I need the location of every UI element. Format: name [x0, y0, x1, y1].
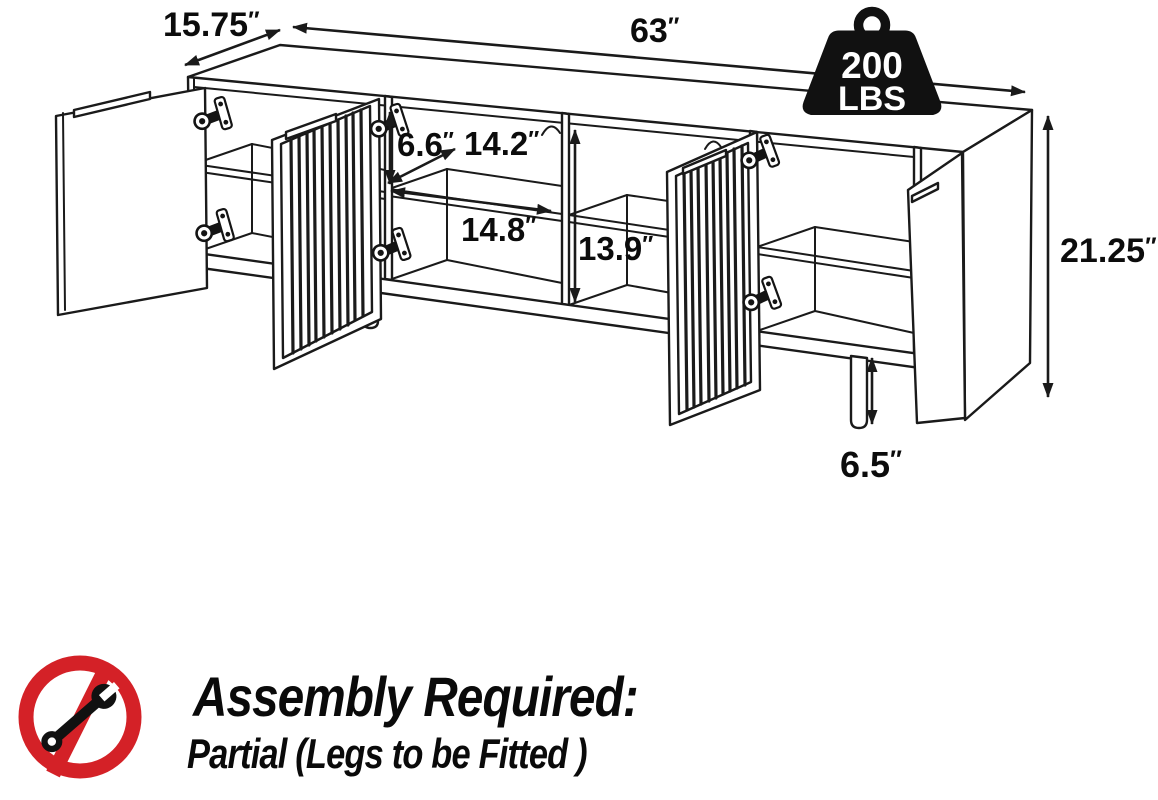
- door-handle-notch: [72, 90, 152, 119]
- leg: [849, 354, 869, 430]
- weight-capacity-value: 200: [841, 45, 903, 86]
- overall-height-dimension-label: 21.25″: [1060, 232, 1157, 270]
- cubby-depth-dimension-arrow: [387, 147, 456, 185]
- weight-capacity-unit: LBS: [838, 80, 906, 118]
- middle-width-dimension-arrow: [390, 187, 552, 215]
- wrench-icon: [41, 682, 120, 753]
- door-handle-notch: [910, 181, 940, 204]
- right-compartment-shelf: [756, 226, 915, 334]
- left-door-open: [54, 86, 209, 317]
- no-tools-icon: [18, 655, 142, 779]
- assembly-heading: Assembly Required:: [191, 666, 638, 728]
- cubby-depth-dimension-label: 14.2″: [464, 125, 539, 162]
- width-dimension-label: 63″: [630, 12, 680, 50]
- door-slats: [289, 108, 365, 355]
- middle-height-dimension-label: 13.9″: [578, 230, 653, 267]
- slatted-door-right-open: [665, 130, 762, 427]
- cable-hole-arc: [541, 125, 561, 136]
- right-door-open: [906, 151, 967, 425]
- divider-2: [560, 111, 571, 307]
- depth-dimension-arrow: [184, 28, 281, 67]
- slatted-door-left-open: [270, 97, 383, 371]
- cabinet-right-panel: [961, 108, 1034, 422]
- cable-hole-arc: [704, 140, 722, 150]
- cubby-height-dimension-label: 6.6″: [397, 126, 454, 163]
- door-slats: [682, 144, 747, 412]
- dimension-labels: 15.75″ 63″ 6.6″ 14.2″ 14.8″ 13.9″ 21.25″…: [163, 6, 1157, 485]
- middle-width-dimension-label: 14.8″: [461, 211, 536, 248]
- assembly-subheading: Partial (Legs to be Fitted ): [187, 731, 587, 778]
- weight-capacity-badge: 200 LBS: [802, 6, 942, 118]
- kettlebell-body-icon: [802, 30, 942, 115]
- assembly-note: Assembly Required: Partial (Legs to be F…: [18, 655, 639, 779]
- door-handle-notch: [284, 112, 338, 141]
- leg-height-dimension-label: 6.5″: [840, 444, 902, 485]
- door-handle-notch: [681, 148, 728, 176]
- depth-dimension-label: 15.75″: [163, 6, 260, 44]
